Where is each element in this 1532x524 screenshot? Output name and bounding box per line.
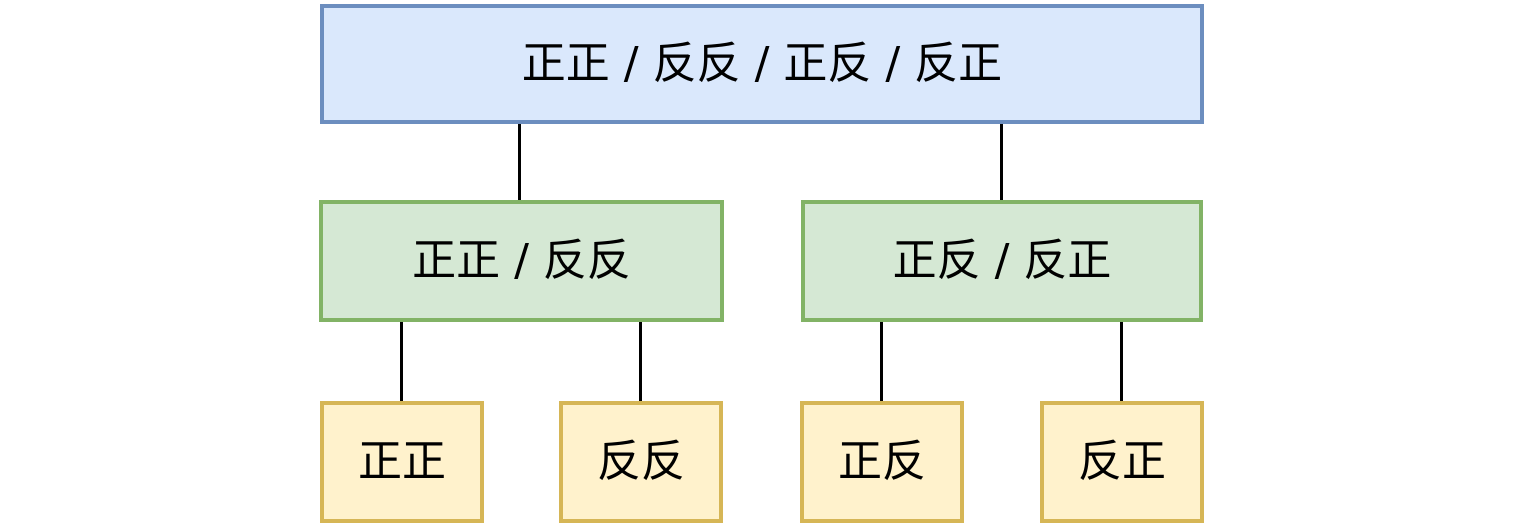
connector-branch-right-to-leaf-3 [880, 322, 883, 401]
tree-node-branch-right: 正反 / 反正 [801, 200, 1203, 322]
tree-node-leaf-2: 反反 [559, 401, 723, 523]
tree-node-leaf-3-label: 正反 [838, 436, 926, 487]
tree-node-branch-left-label: 正正 / 反反 [412, 235, 631, 286]
connector-branch-right-to-leaf-4 [1120, 322, 1123, 401]
tree-node-root: 正正 / 反反 / 正反 / 反正 [320, 4, 1204, 124]
tree-node-root-label: 正正 / 反反 / 正反 / 反正 [521, 38, 1003, 89]
tree-node-leaf-4: 反正 [1040, 401, 1204, 523]
tree-node-leaf-3: 正反 [800, 401, 964, 523]
connector-root-to-branch-right [1000, 124, 1003, 200]
tree-node-leaf-1-label: 正正 [358, 436, 446, 487]
connector-root-to-branch-left [518, 124, 521, 200]
connector-branch-left-to-leaf-1 [400, 322, 403, 401]
tree-node-leaf-2-label: 反反 [597, 436, 685, 487]
tree-node-leaf-1: 正正 [320, 401, 484, 523]
tree-node-branch-left: 正正 / 反反 [319, 200, 724, 322]
tree-node-leaf-4-label: 反正 [1078, 436, 1166, 487]
connector-branch-left-to-leaf-2 [639, 322, 642, 401]
tree-node-branch-right-label: 正反 / 反正 [892, 235, 1112, 286]
